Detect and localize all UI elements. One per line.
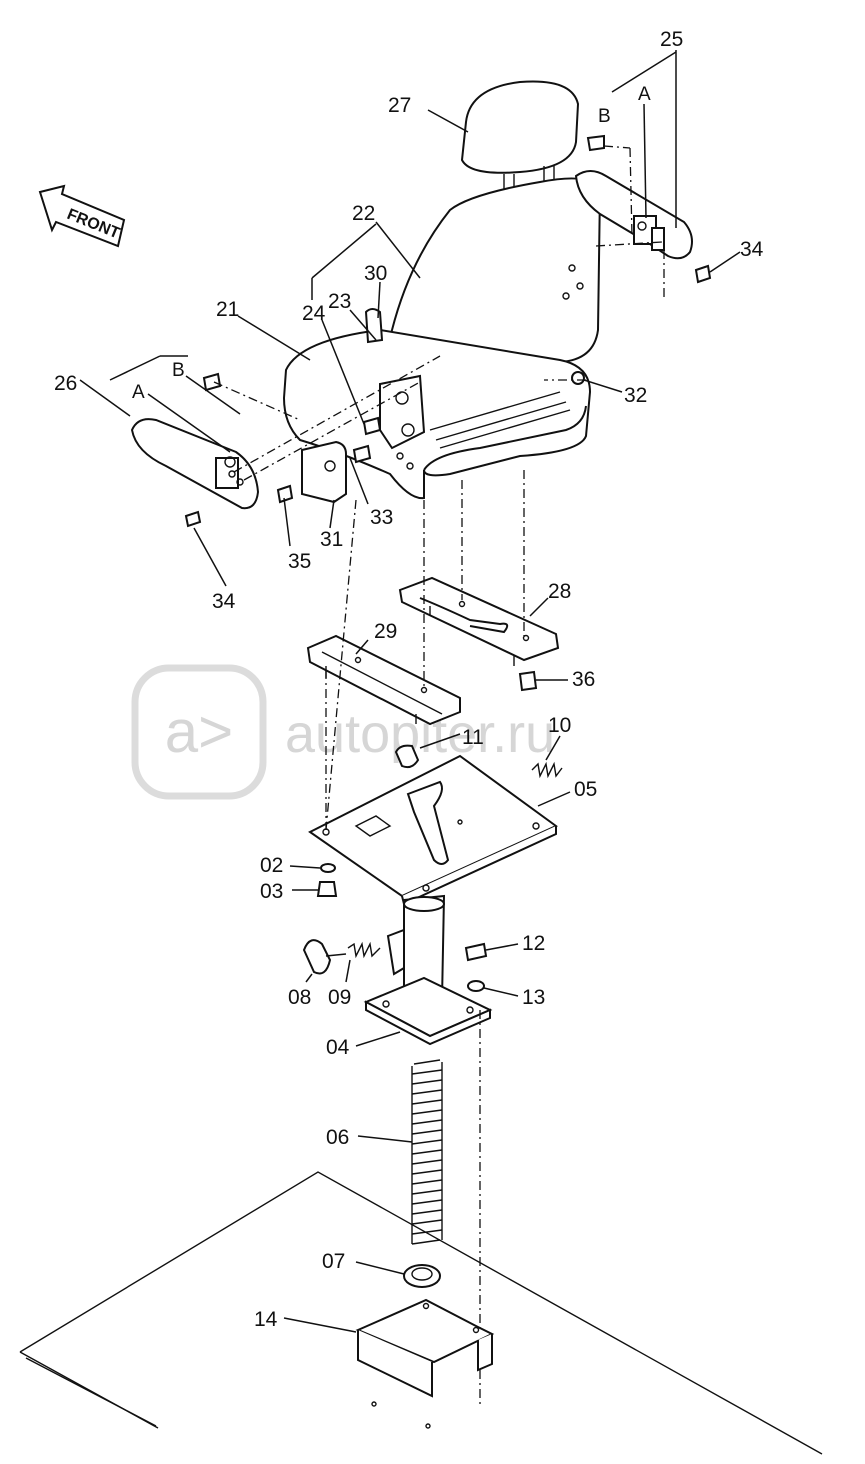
- callout-33: 33: [370, 506, 393, 529]
- view-ref-a-left: A: [132, 382, 145, 403]
- callout-28: 28: [548, 580, 571, 603]
- callout-09: 09: [328, 986, 351, 1009]
- slide-rail-left: [306, 634, 461, 726]
- leader-lines: [79, 50, 741, 1333]
- spring-10: [531, 761, 563, 779]
- callout-29: 29: [374, 620, 397, 643]
- base-bracket: [355, 1298, 495, 1429]
- watermark-logo-icon: [131, 664, 267, 800]
- washer-13: [467, 980, 485, 992]
- armrest-right: [574, 170, 693, 260]
- bolt-12: [464, 942, 488, 962]
- callout-12: 12: [522, 932, 545, 955]
- callout-32: 32: [624, 384, 647, 407]
- callout-35: 35: [288, 550, 311, 573]
- spring-seat: [403, 1264, 441, 1288]
- slide-rail-right: [398, 576, 560, 666]
- view-ref-b-right: B: [598, 106, 611, 127]
- callout-06: 06: [326, 1126, 349, 1149]
- front-arrow-icon: FRONT: [38, 184, 126, 248]
- washer-02: [320, 863, 336, 873]
- watermark-logo-glyph: a>: [165, 698, 233, 765]
- callout-34-left: 34: [212, 590, 236, 613]
- view-ref-a-right: A: [638, 84, 651, 105]
- callout-10: 10: [548, 714, 571, 737]
- spring-06: [411, 1059, 443, 1245]
- watermark: a> autopiter.ru: [131, 664, 555, 800]
- callout-13: 13: [522, 986, 545, 1009]
- bolt-36: [518, 670, 538, 692]
- callout-05: 05: [574, 778, 597, 801]
- nut-03: [316, 881, 338, 897]
- callout-31: 31: [320, 528, 343, 551]
- side-cover: [301, 440, 347, 504]
- callout-24: 24: [302, 302, 326, 325]
- view-ref-b-left: B: [172, 360, 185, 381]
- callout-22: 22: [352, 202, 375, 225]
- callout-27: 27: [388, 94, 411, 117]
- seat-plate: [308, 754, 558, 906]
- seat-fasteners: [184, 134, 712, 528]
- callout-07: 07: [322, 1250, 345, 1273]
- view-reference-letters: B A B A: [132, 84, 651, 403]
- callout-08: 08: [288, 986, 311, 1009]
- callout-04: 04: [326, 1036, 350, 1059]
- armrest-left: [130, 418, 260, 510]
- knob-11: [394, 744, 420, 769]
- callout-02: 02: [260, 854, 283, 877]
- callout-21: 21: [216, 298, 239, 321]
- callout-34-right: 34: [740, 238, 764, 261]
- assembly-lines: [213, 145, 665, 1404]
- backrest: [387, 177, 602, 380]
- callout-14: 14: [254, 1308, 278, 1331]
- callout-23: 23: [328, 290, 351, 313]
- floor-outline: [19, 1171, 823, 1455]
- height-knob: [302, 939, 347, 975]
- set-screw-09: [347, 941, 381, 959]
- callout-03: 03: [260, 880, 283, 903]
- callout-11: 11: [462, 726, 484, 749]
- pedestal: [363, 894, 493, 1046]
- callout-36: 36: [572, 668, 595, 691]
- callout-labels: 27 25 22 30 23 24 21 26 34 32 33 35 31 3…: [54, 28, 764, 1331]
- callout-25: 25: [660, 28, 683, 51]
- callout-26: 26: [54, 372, 77, 395]
- callout-30: 30: [364, 262, 387, 285]
